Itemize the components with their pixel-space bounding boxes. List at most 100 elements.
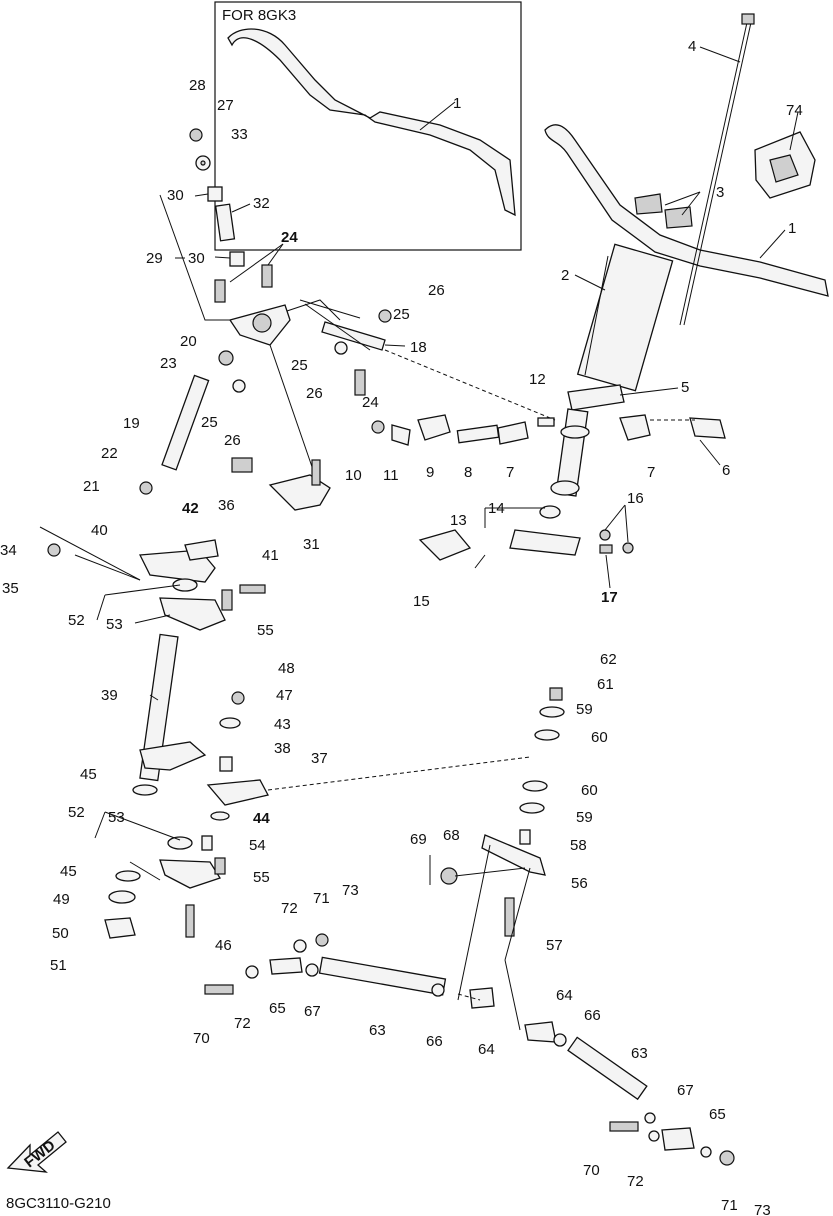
callout: 4: [688, 38, 696, 55]
tie-rod-63b: [567, 1036, 648, 1101]
callout: 35: [2, 580, 19, 597]
callout: 46: [215, 937, 232, 954]
tie-rod-63a: [318, 956, 447, 996]
callout: 3: [716, 184, 724, 201]
callout: 70: [583, 1162, 600, 1179]
callout: 67: [304, 1003, 321, 1020]
callout: 70: [193, 1030, 210, 1047]
leader-1b: [759, 229, 786, 259]
callout: 56: [571, 875, 588, 892]
leader-15: [474, 554, 486, 569]
leader-40-frame: [39, 526, 141, 581]
callout: 12: [529, 371, 546, 388]
washer-72d: [700, 1146, 712, 1158]
long-bolt: [679, 17, 749, 326]
callout: 40: [91, 522, 108, 539]
washer-72a: [293, 939, 307, 953]
callout: 64: [478, 1041, 495, 1058]
seal-45b: [115, 870, 141, 882]
stud-31: [311, 459, 321, 486]
leader-68: [454, 867, 526, 877]
leader-16a: [604, 504, 626, 531]
callout: 45: [60, 863, 77, 880]
callout: 16: [627, 490, 644, 507]
inset-handlebar: [227, 28, 516, 217]
long-bolt-edge: [683, 17, 753, 326]
washer-60a: [534, 729, 560, 741]
inset-title: FOR 8GK3: [222, 7, 296, 24]
callout: 23: [160, 355, 177, 372]
handlebar: [544, 124, 829, 297]
nut-71a: [315, 933, 329, 947]
bushing-lower: [229, 251, 245, 267]
joint-7: [497, 421, 529, 445]
leader-30b: [214, 256, 231, 259]
callout: 58: [570, 837, 587, 854]
column-lower: [418, 384, 726, 561]
callout: 34: [0, 542, 17, 559]
collar: [214, 203, 236, 242]
nut-25a: [378, 309, 392, 323]
bolt-24a: [214, 279, 226, 303]
callout: 74: [786, 102, 803, 119]
callout: 5: [681, 379, 689, 396]
column-edge: [584, 255, 609, 376]
leader-64a-frame: [457, 844, 491, 1001]
callout: 29: [146, 250, 163, 267]
tie-rod-19: [139, 350, 246, 495]
callout: 52: [68, 804, 85, 821]
inset-frame: [214, 1, 522, 251]
bushing-upper: [207, 186, 223, 202]
nut-25c: [232, 379, 246, 393]
callout: 20: [180, 333, 197, 350]
joint-9: [417, 414, 451, 441]
bolt-46: [185, 904, 195, 938]
steering-column: [576, 243, 674, 392]
pin-12: [537, 417, 555, 427]
leader-52b-h: [104, 811, 181, 841]
tie-rod-body: [161, 374, 210, 471]
inset-8gk3: FOR 8GK3: [214, 1, 522, 251]
nut-47: [231, 691, 245, 705]
nut-66b: [553, 1033, 567, 1047]
leader-30a: [194, 193, 209, 197]
washer-44: [210, 811, 230, 821]
callout: 47: [276, 687, 293, 704]
callout: 26: [428, 282, 445, 299]
callout: 72: [234, 1015, 251, 1032]
callout: 11: [383, 467, 399, 484]
callout: 43: [274, 716, 291, 733]
leader-74: [789, 111, 799, 151]
callout: 55: [257, 622, 274, 639]
leader-45b-frame: [129, 861, 161, 881]
callout: 71: [721, 1197, 738, 1214]
collar-38: [219, 756, 233, 772]
callout: 27: [217, 97, 234, 114]
callout: 32: [253, 195, 270, 212]
callout: 72: [281, 900, 298, 917]
upper-shaft-assembly: [159, 128, 341, 511]
callout: 57: [546, 937, 563, 954]
right-lower-assembly: [429, 687, 565, 937]
nut-27: [189, 128, 203, 142]
callout: 52: [68, 612, 85, 629]
holder-lower: [159, 859, 221, 889]
bolt-57: [504, 897, 515, 937]
callout: 24: [362, 394, 379, 411]
steering-arm-assembly: [47, 539, 266, 796]
callout: 49: [53, 891, 70, 908]
bolt-24c: [354, 369, 366, 396]
fwd-arrow: FWD: [6, 1131, 67, 1173]
clamp-11: [391, 424, 411, 446]
callout: 25: [393, 306, 410, 323]
leader-16b: [624, 504, 629, 543]
leader-1a: [419, 101, 456, 131]
callout: 15: [413, 593, 430, 610]
tie-rods-lower: [204, 933, 735, 1166]
callout: 6: [722, 462, 730, 479]
callout: 67: [677, 1082, 694, 1099]
callout: 7: [647, 464, 655, 481]
block-13: [509, 529, 581, 556]
leader-56-frame: [504, 867, 531, 961]
leader-17: [605, 554, 611, 589]
